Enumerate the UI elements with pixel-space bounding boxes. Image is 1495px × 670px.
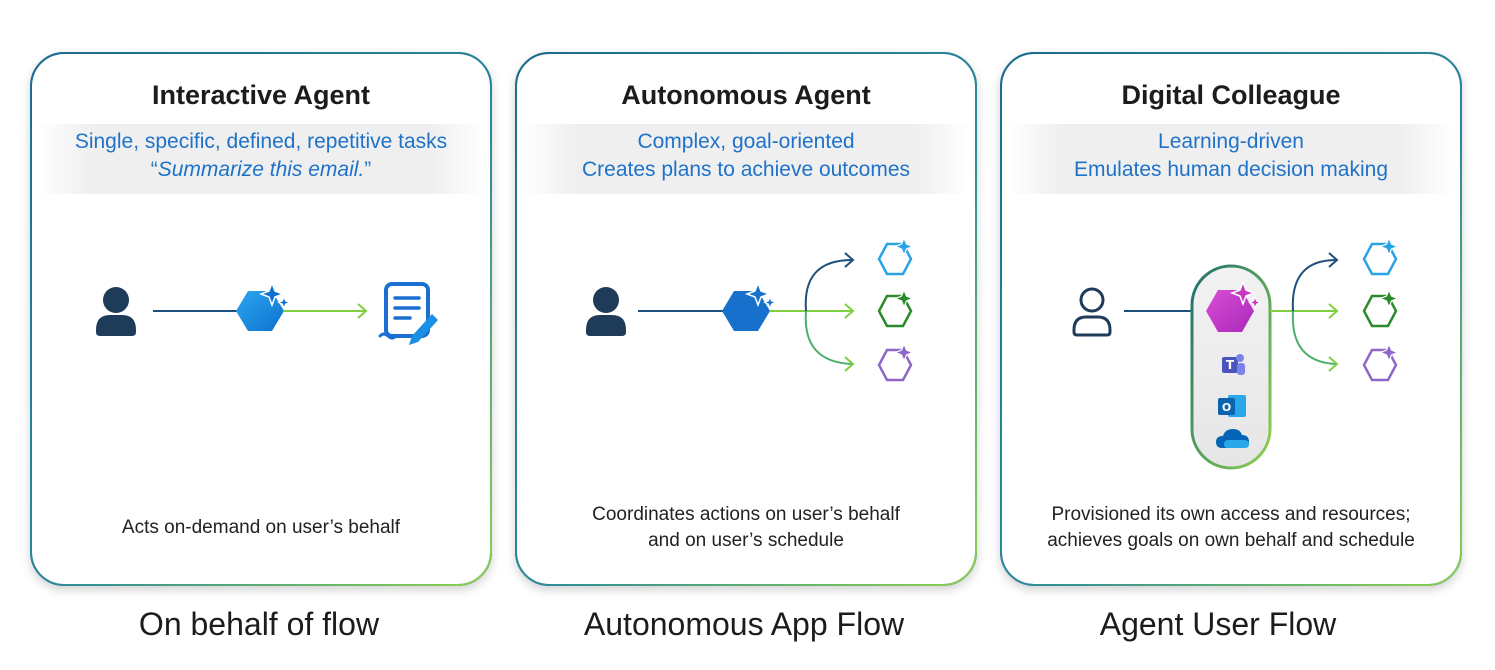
onedrive-icon xyxy=(1216,429,1249,448)
arrow-head xyxy=(1328,303,1339,319)
flow-label-autonomous-app: Autonomous App Flow xyxy=(583,606,905,642)
subtitle-line: Creates plans to achieve outcomes xyxy=(581,158,910,181)
arrow-head xyxy=(357,303,368,319)
subtitle-quote: “Summarize this email.” xyxy=(150,158,372,181)
subtitle-line: Learning-driven xyxy=(1158,130,1304,153)
subtitle-band xyxy=(38,124,484,194)
subagent-hexagon-icon xyxy=(1362,342,1400,382)
subtitle-band xyxy=(1008,124,1454,194)
subagent-hexagon-icon xyxy=(877,236,915,276)
branch-arrow-down xyxy=(804,310,853,365)
quote-text: Summarize this email. xyxy=(157,158,365,181)
subagent-hexagon-icon xyxy=(877,342,915,382)
flow-label-on-behalf-of: On behalf of flow xyxy=(138,606,380,642)
caption-line: Coordinates actions on user’s behalf xyxy=(592,504,900,525)
teams-icon: T xyxy=(1222,354,1245,375)
user-icon xyxy=(586,287,626,336)
outlook-icon: O xyxy=(1218,395,1246,417)
svg-text:T: T xyxy=(1226,358,1235,372)
card-subtitle: Complex, goal-oriented Creates plans to … xyxy=(517,128,975,184)
subtitle-line: Emulates human decision making xyxy=(1074,158,1388,181)
document-edit-icon xyxy=(378,282,438,345)
copilot-agent-icon xyxy=(722,280,777,331)
copilot-agent-icon xyxy=(1206,279,1262,332)
subagent-hexagon-icon xyxy=(1362,288,1400,328)
card-subtitle: Learning-driven Emulates human decision … xyxy=(1002,128,1460,184)
copilot-agent-icon xyxy=(236,280,291,331)
caption-line: Provisioned its own access and resources… xyxy=(1051,504,1411,525)
subagent-hexagon-icon xyxy=(877,288,915,328)
subagent-hexagon-icon xyxy=(1362,236,1400,276)
branch-arrow-up xyxy=(1291,259,1337,312)
caption-line: achieves goals on own behalf and schedul… xyxy=(1047,530,1415,551)
card-title: Interactive Agent xyxy=(151,80,371,110)
arrow-head xyxy=(1328,356,1339,372)
caption-line: and on user’s schedule xyxy=(648,530,844,551)
user-icon xyxy=(96,287,136,336)
subtitle-line: Complex, goal-oriented xyxy=(637,130,855,153)
card-caption: Acts on-demand on user’s behalf xyxy=(121,517,401,538)
card-subtitle: Single, specific, defined, repetitive ta… xyxy=(32,128,490,184)
arrow-head xyxy=(844,303,855,319)
card-title: Autonomous Agent xyxy=(621,80,871,110)
flow-label-agent-user: Agent User Flow xyxy=(1099,606,1337,642)
subtitle-line: Single, specific, defined, repetitive ta… xyxy=(74,130,448,153)
card-caption: Coordinates actions on user’s behalf and… xyxy=(517,502,975,554)
arrow-head xyxy=(1328,252,1339,268)
svg-text:O: O xyxy=(1222,401,1231,414)
user-icon xyxy=(1072,287,1112,337)
branch-arrow-down xyxy=(1291,310,1337,365)
card-caption: Provisioned its own access and resources… xyxy=(1002,502,1460,554)
card-title: Digital Colleague xyxy=(1121,80,1341,110)
arrow-head xyxy=(844,252,855,268)
branch-arrow-up xyxy=(804,259,853,312)
subtitle-band xyxy=(523,124,969,194)
arrow-head xyxy=(844,356,855,372)
